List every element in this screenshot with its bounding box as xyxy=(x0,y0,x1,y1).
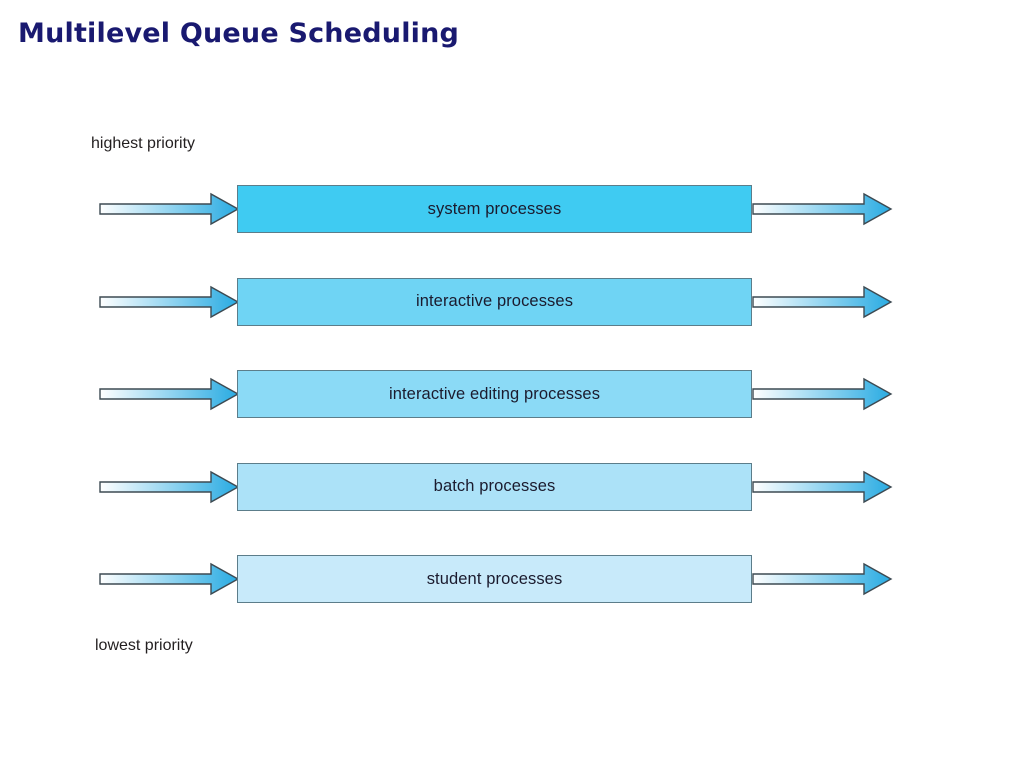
inbound-arrow-icon xyxy=(99,470,240,503)
queue-row: student processes xyxy=(0,555,1024,607)
page-title: Multilevel Queue Scheduling xyxy=(18,18,460,49)
queue-row: batch processes xyxy=(0,462,1024,515)
lowest-priority-label: lowest priority xyxy=(95,637,193,654)
queue-row: system processes xyxy=(0,185,1024,237)
queue-box-label: student processes xyxy=(426,569,563,588)
queue-box-label: batch processes xyxy=(433,477,556,495)
queue-box-interactive-editing-processes[interactable]: interactive editing processes xyxy=(237,370,752,418)
queue-box-label: system processes xyxy=(427,199,562,218)
queue-box-label: interactive editing processes xyxy=(388,384,601,403)
highest-priority-label: highest priority xyxy=(91,135,196,152)
inbound-arrow-icon xyxy=(99,192,240,226)
inbound-arrow-icon xyxy=(99,377,240,411)
outbound-arrow-icon xyxy=(752,470,893,503)
outbound-arrow-icon xyxy=(752,192,893,226)
queue-box-label: interactive processes xyxy=(415,292,574,310)
queue-box-system-processes[interactable]: system processes xyxy=(237,185,752,233)
queue-box-batch-processes[interactable]: batch processes xyxy=(237,462,752,511)
inbound-arrow-icon xyxy=(99,562,240,596)
queue-box-student-processes[interactable]: student processes xyxy=(237,555,752,603)
queue-row: interactive processes xyxy=(0,277,1024,330)
inbound-arrow-icon xyxy=(99,285,240,318)
outbound-arrow-icon xyxy=(752,285,893,318)
outbound-arrow-icon xyxy=(752,377,893,411)
queue-box-interactive-processes[interactable]: interactive processes xyxy=(237,277,752,326)
outbound-arrow-icon xyxy=(752,562,893,596)
queue-row: interactive editing processes xyxy=(0,370,1024,422)
